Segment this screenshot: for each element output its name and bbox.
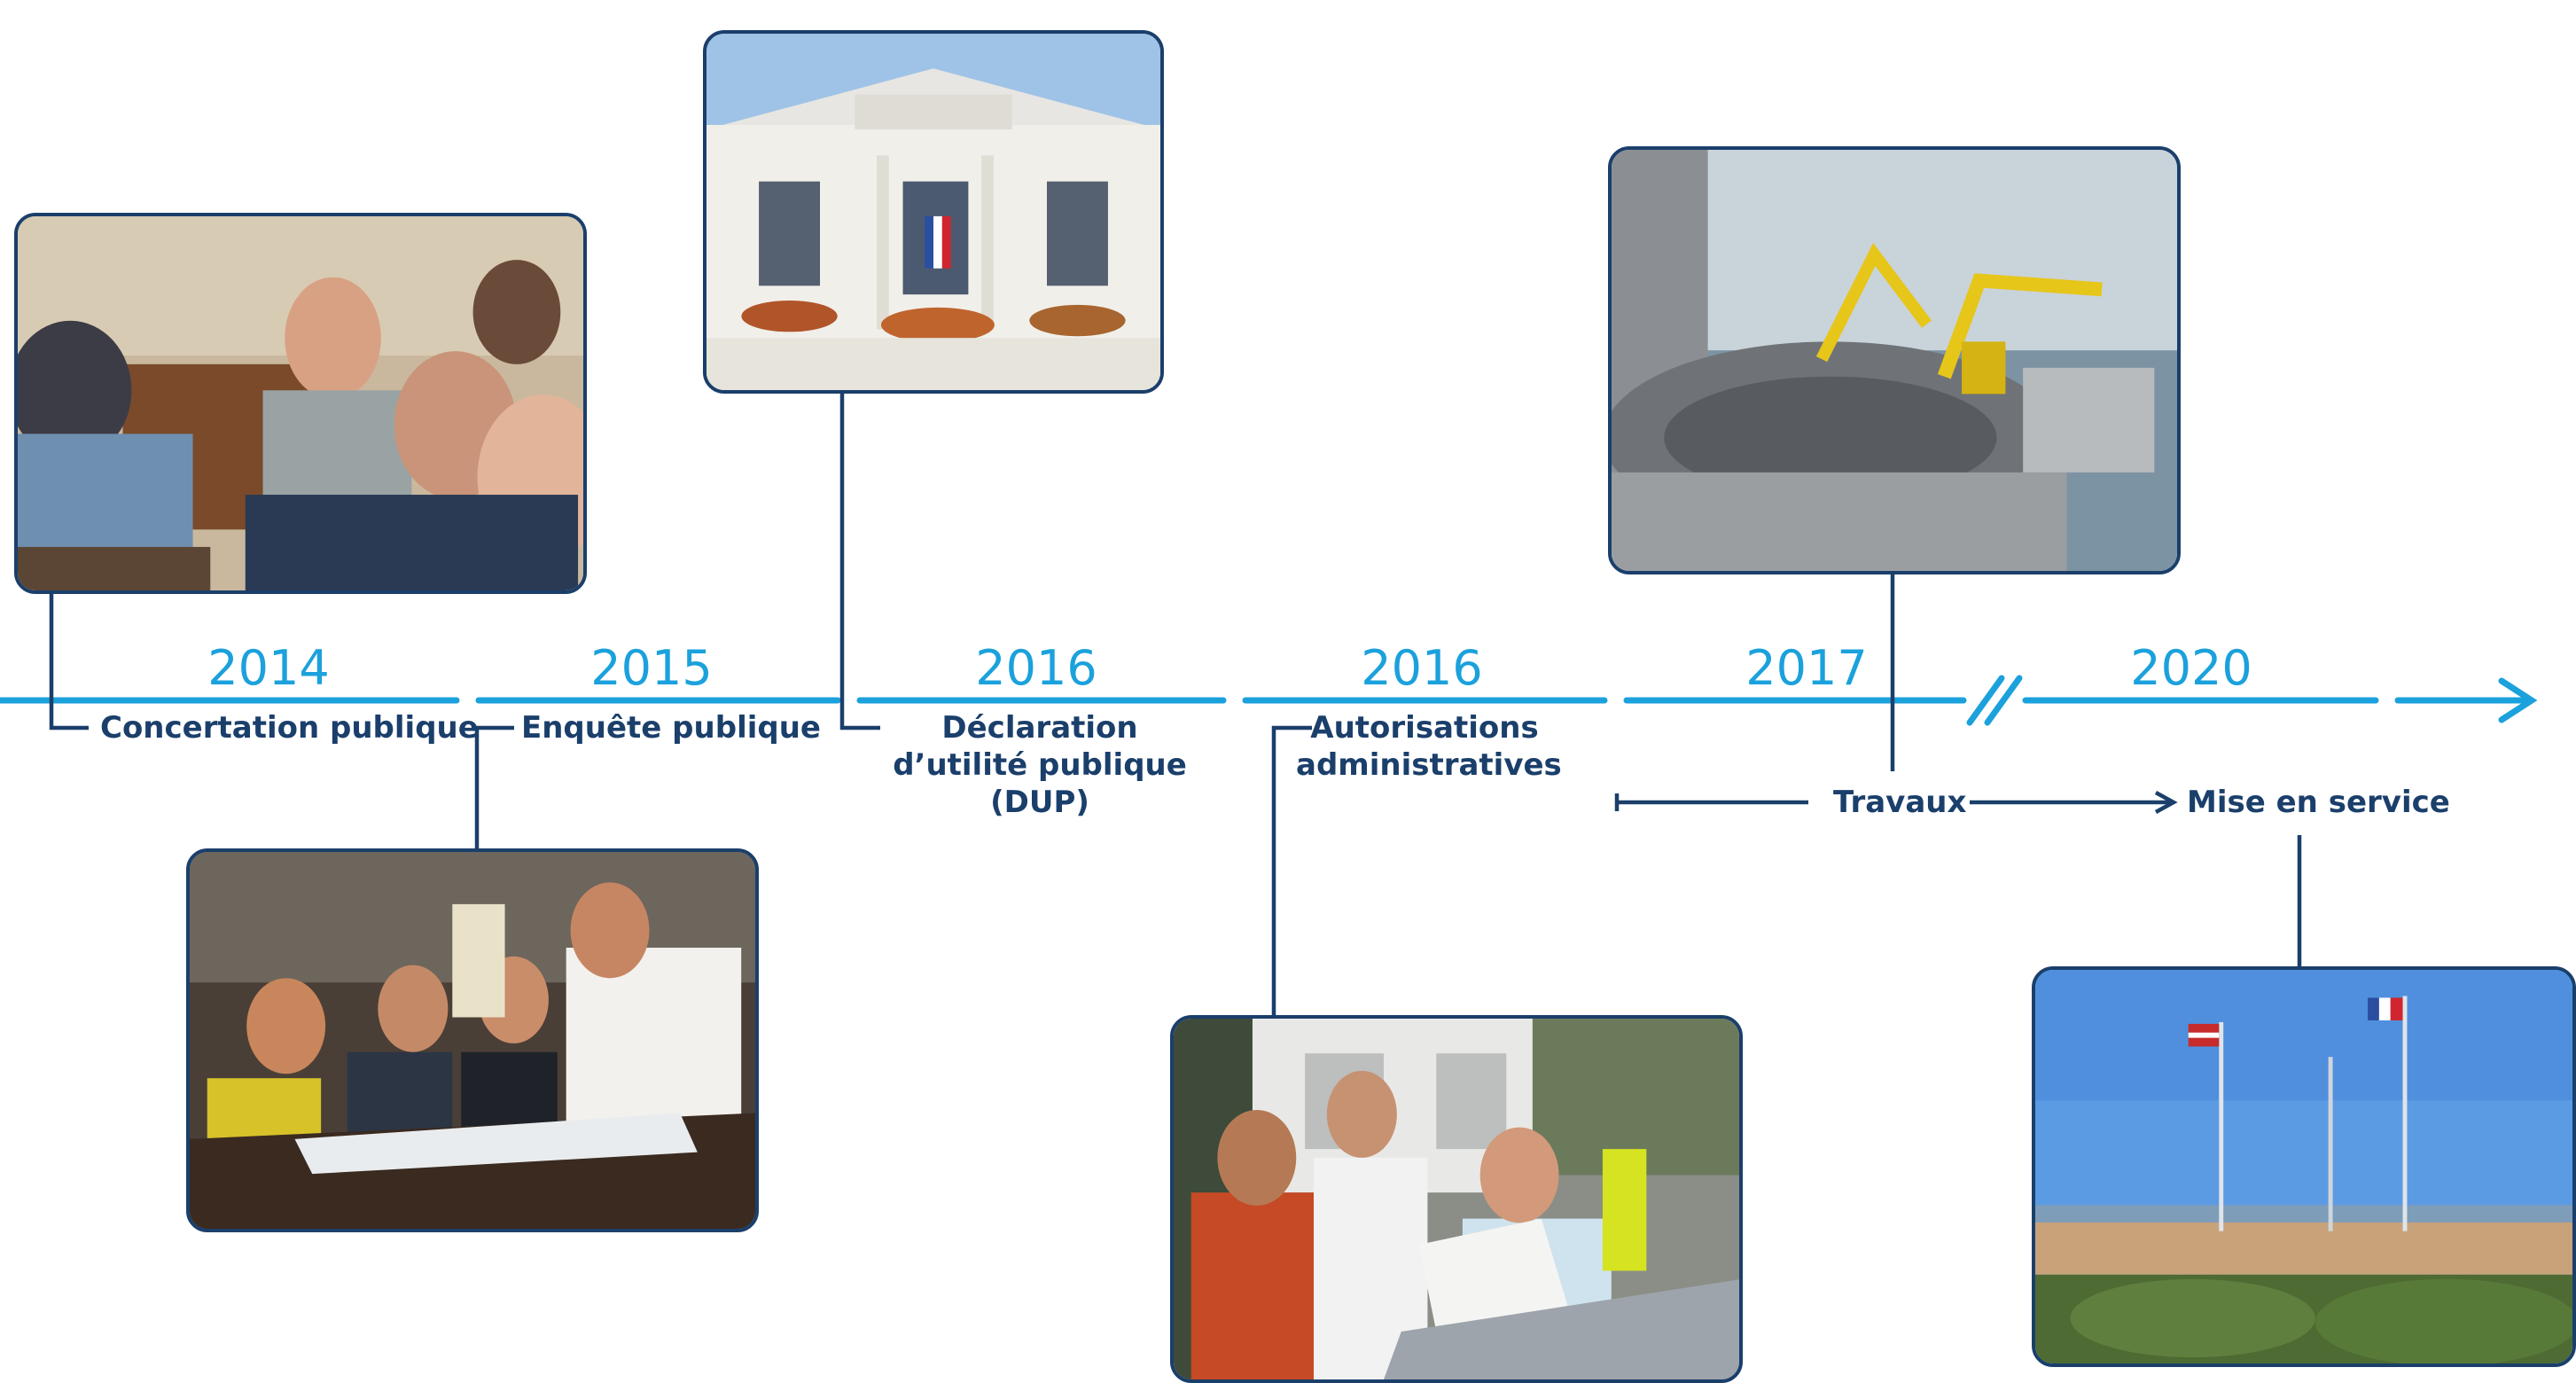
axis-break-mark bbox=[1984, 675, 2023, 726]
year-label: 2015 bbox=[590, 640, 713, 696]
step-dup: Déclaration d’utilité publique (DUP) bbox=[893, 710, 1187, 820]
year-label: 2016 bbox=[1361, 640, 1483, 696]
axis-break-mark bbox=[1966, 675, 2005, 726]
travaux-arrowhead bbox=[2154, 791, 2178, 814]
connector-dup bbox=[839, 390, 880, 731]
photo-navire bbox=[1608, 146, 2181, 574]
year-label: 2016 bbox=[975, 640, 1097, 696]
photo-autorisations bbox=[1170, 1015, 1743, 1383]
step-autorisations: Autorisations administratives bbox=[1296, 710, 1562, 783]
step-enquete: Enquête publique bbox=[521, 710, 821, 746]
photo-concertation bbox=[14, 213, 587, 594]
year-label: 2020 bbox=[2130, 640, 2252, 696]
connector-concertation bbox=[49, 592, 89, 731]
photo-mairie bbox=[703, 30, 1164, 394]
axis-arrowhead bbox=[2498, 677, 2538, 723]
photo-enquete bbox=[186, 848, 759, 1232]
step-concertation: Concertation publique bbox=[100, 710, 479, 746]
step-travaux: Travaux bbox=[1833, 785, 1967, 820]
year-label: 2014 bbox=[207, 640, 330, 696]
connector-enquete bbox=[474, 725, 514, 851]
step-mise-en-service: Mise en service bbox=[2187, 785, 2450, 820]
year-label: 2017 bbox=[1745, 640, 1868, 696]
connector-autorisations bbox=[1271, 725, 1312, 1018]
photo-mise-en-service bbox=[2032, 966, 2576, 1367]
